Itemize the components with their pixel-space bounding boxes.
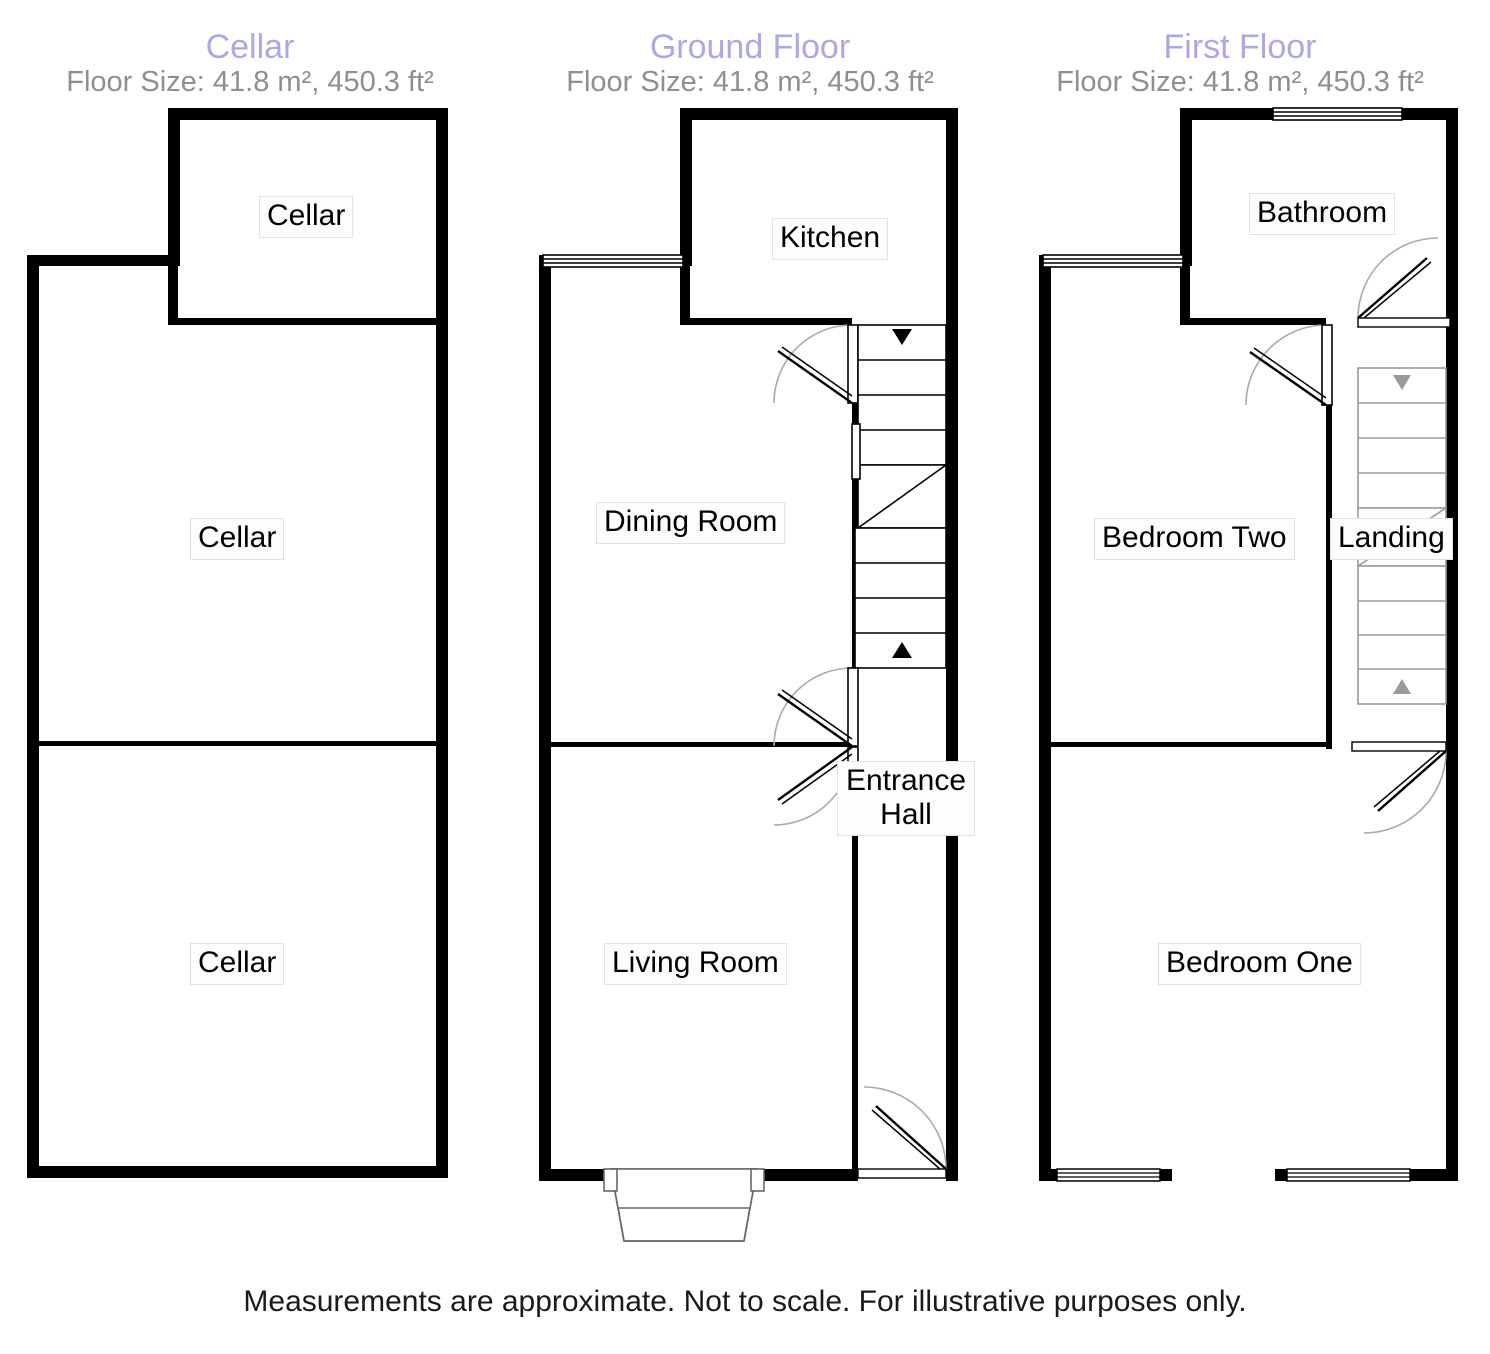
room-label-kitchen: Kitchen xyxy=(772,218,889,260)
stair-down-arrow-icon xyxy=(1393,375,1411,390)
window-bedroom-one-left xyxy=(1056,1168,1161,1182)
room-label-living-room: Living Room xyxy=(604,943,787,985)
floor-size-cellar: Floor Size: 41.8 m², 450.3 ft² xyxy=(66,66,434,98)
cellar-drawing xyxy=(0,0,500,1270)
cellar-walls xyxy=(27,108,448,1178)
door-bathroom xyxy=(1357,237,1451,328)
window-bedroom-two-left xyxy=(1042,254,1184,268)
floor-panel-ground: Ground Floor Floor Size: 41.8 m², 450.3 … xyxy=(500,0,1000,1270)
stair-up-arrow-icon xyxy=(892,642,912,658)
ground-interior-partition xyxy=(545,742,854,747)
ground-floor-drawing xyxy=(500,0,1000,1270)
room-label-dining-room: Dining Room xyxy=(596,502,786,544)
first-floor-drawing xyxy=(990,0,1490,1270)
room-label-cellar-top: Cellar xyxy=(259,196,354,238)
floor-size-ground: Floor Size: 41.8 m², 450.3 ft² xyxy=(566,66,934,98)
window-dining-left xyxy=(542,254,684,268)
window-bedroom-one-right xyxy=(1286,1168,1411,1182)
floor-size-first: Floor Size: 41.8 m², 450.3 ft² xyxy=(1056,66,1424,98)
first-interior-partition xyxy=(1045,742,1332,747)
floor-title-cellar: Cellar xyxy=(205,28,295,66)
door-bedroom-one xyxy=(1351,741,1447,834)
window-bathroom-top xyxy=(1272,107,1403,121)
room-label-cellar-middle: Cellar xyxy=(190,518,285,560)
door-kitchen xyxy=(773,324,859,404)
disclaimer-note: Measurements are approximate. Not to sca… xyxy=(243,1285,1247,1318)
room-label-landing: Landing xyxy=(1330,518,1453,560)
door-front-entrance xyxy=(857,1086,947,1179)
bay-window-living xyxy=(603,1168,765,1242)
room-label-bedroom-two: Bedroom Two xyxy=(1094,518,1295,560)
landing-divider-wall xyxy=(1326,325,1332,749)
floor-panel-cellar: Cellar Floor Size: 41.8 m², 450.3 ft² xyxy=(0,0,500,1270)
door-hall-to-dining xyxy=(773,667,859,747)
room-label-entrance-hall: Entrance Hall xyxy=(837,761,975,837)
floor-panel-first: First Floor Floor Size: 41.8 m², 450.3 f… xyxy=(990,0,1490,1270)
door-bedroom-two xyxy=(1245,324,1333,406)
stair-up-arrow-icon xyxy=(1393,679,1411,694)
cellar-interior-partition xyxy=(33,741,442,746)
room-label-bathroom: Bathroom xyxy=(1249,193,1396,235)
staircase-ground xyxy=(851,324,947,669)
room-label-cellar-bottom: Cellar xyxy=(190,943,285,985)
room-label-bedroom-one: Bedroom One xyxy=(1158,943,1361,985)
stair-down-arrow-icon xyxy=(892,329,912,345)
ground-floor-walls xyxy=(539,108,958,1181)
first-floor-walls xyxy=(1039,108,1458,1181)
floor-title-first: First Floor xyxy=(1163,28,1317,66)
floor-title-ground: Ground Floor xyxy=(649,28,851,66)
